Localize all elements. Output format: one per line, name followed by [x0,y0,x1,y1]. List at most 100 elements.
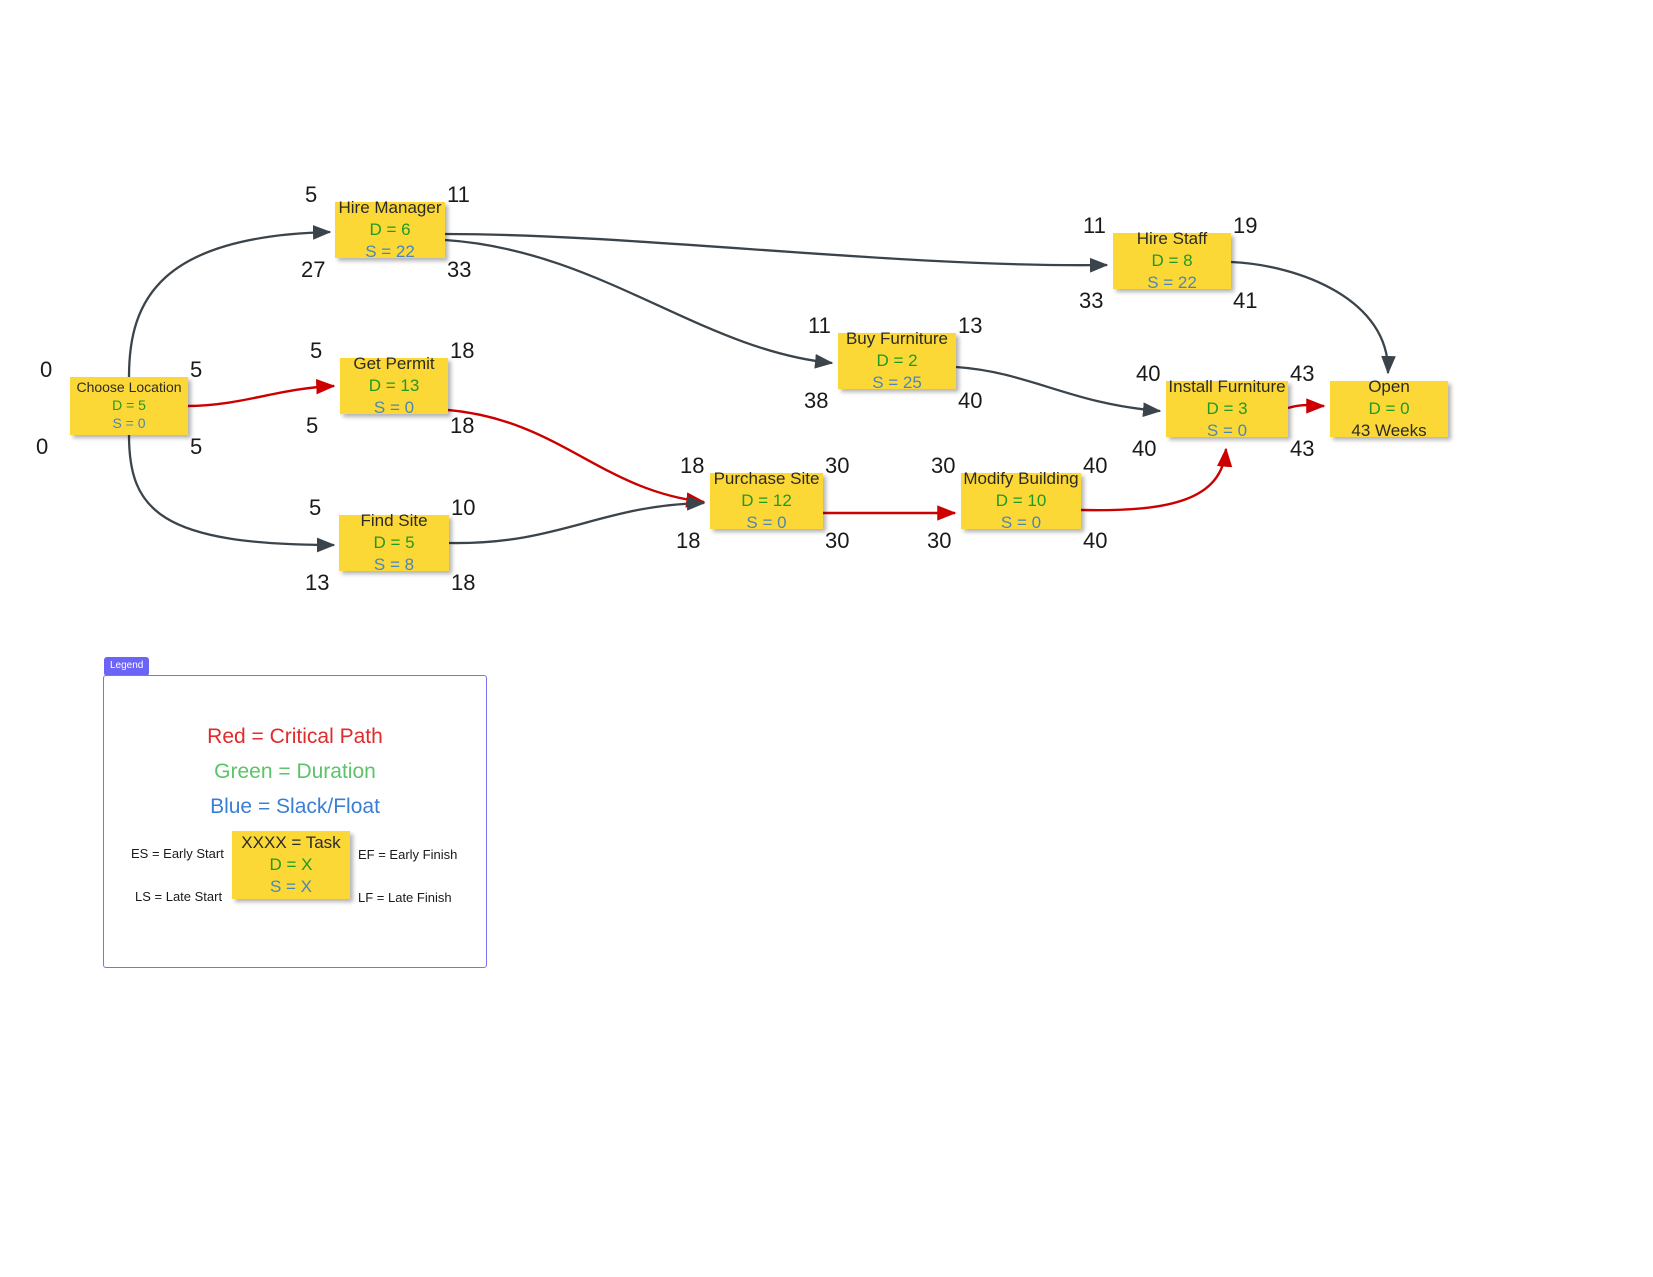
early-start-install-furniture: 40 [1136,361,1161,386]
late-start-purchase-site: 18 [676,528,701,553]
early-start-buy-furniture: 11 [808,313,831,338]
late-start-get-permit: 5 [306,413,319,438]
task-duration: D = 5 [373,533,415,553]
early-finish-modify-building: 40 [1083,453,1108,478]
legend-es-label: ES = Early Start [131,846,224,861]
task-slack: S = 22 [1147,272,1197,292]
edge-hire-manager-to-buy-furniture [444,238,834,369]
task-name: Purchase Site [713,469,820,489]
legend-sample-slack: S = X [269,876,313,896]
task-slack: S = 0 [1206,420,1248,440]
early-finish-install-furniture: 43 [1290,361,1315,386]
late-finish-modify-building: 40 [1083,528,1108,553]
early-start-choose-location: 0 [40,357,53,382]
late-start-modify-building: 30 [927,528,952,553]
edge-install-furniture-to-open [1287,398,1326,414]
early-finish-buy-furniture: 13 [958,313,983,338]
late-start-install-furniture: 40 [1132,436,1157,461]
task-name: Hire Manager [338,198,442,218]
task-duration: D = 5 [112,397,146,414]
early-start-get-permit: 5 [310,338,323,363]
task-name: Open [1368,377,1410,397]
legend-ef-label: EF = Early Finish [358,847,458,862]
late-finish-find-site: 18 [451,570,476,595]
task-duration: D = 3 [1206,399,1248,419]
legend-sample-duration: D = X [269,855,313,875]
early-finish-purchase-site: 30 [825,453,850,478]
legend-blue-line: Blue = Slack/Float [210,795,380,818]
early-finish-hire-staff: 19 [1233,213,1258,238]
task-total-duration: 43 Weeks [1351,420,1427,440]
task-name: Get Permit [353,354,435,374]
early-finish-choose-location: 5 [190,357,203,382]
early-start-find-site: 5 [309,495,322,520]
late-finish-hire-manager: 33 [447,257,472,282]
task-duration: D = 2 [876,351,918,371]
task-duration: D = 12 [741,491,792,511]
legend-ls-label: LS = Late Start [135,889,223,904]
edge-hire-staff-to-open [1230,260,1396,375]
late-finish-get-permit: 18 [450,413,475,438]
task-name: Buy Furniture [845,329,949,349]
task-duration: D = 6 [369,220,411,240]
task-name: Modify Building [963,469,1079,489]
edge-choose-location-to-get-permit [187,378,336,408]
late-start-hire-staff: 33 [1079,288,1104,313]
edge-find-site-to-purchase-site [448,495,706,545]
legend-badge: Legend [104,657,150,676]
task-slack: S = 0 [1000,512,1042,532]
task-name: Hire Staff [1136,229,1208,249]
edge-buy-furniture-to-install-furniture [955,365,1162,418]
task-slack: S = 0 [112,414,146,431]
task-name: Find Site [360,511,428,531]
late-finish-install-furniture: 43 [1290,436,1315,461]
task-duration: D = 13 [368,376,420,396]
early-finish-get-permit: 18 [450,338,475,363]
task-name: Choose Location [76,379,182,396]
task-slack: S = 0 [373,397,415,417]
early-start-purchase-site: 18 [680,453,705,478]
legend-green-line: Green = Duration [214,760,376,783]
early-start-hire-staff: 11 [1083,213,1106,238]
legend-lf-label: LF = Late Finish [358,890,452,905]
task-duration: D = 8 [1151,251,1193,271]
task-duration: D = 0 [1368,399,1410,419]
legend-box: Red = Critical Path Green = Duration Blu… [103,675,487,968]
late-finish-purchase-site: 30 [825,528,850,553]
task-slack: S = 22 [365,241,415,261]
early-start-modify-building: 30 [931,453,956,478]
late-finish-buy-furniture: 40 [958,388,983,413]
late-start-choose-location: 0 [36,434,49,459]
task-slack: S = 8 [373,554,415,574]
edge-choose-location-to-find-site [127,434,336,553]
late-start-find-site: 13 [305,570,330,595]
legend-sample-node: XXXX = Task D = X S = X [232,831,350,899]
late-start-hire-manager: 27 [301,257,326,282]
late-finish-hire-staff: 41 [1233,288,1258,313]
task-slack: S = 25 [872,372,922,392]
late-finish-choose-location: 5 [190,434,203,459]
legend: Legend Red = Critical Path Green = Durat… [103,654,487,968]
task-slack: S = 0 [746,512,787,532]
task-name: Install Furniture [1168,377,1286,397]
task-duration: D = 10 [995,491,1047,511]
early-start-hire-manager: 5 [305,182,318,207]
early-finish-hire-manager: 11 [447,182,470,207]
late-start-buy-furniture: 38 [804,388,829,413]
legend-red-line: Red = Critical Path [207,725,383,748]
edge-get-permit-to-purchase-site [447,408,706,508]
edge-hire-manager-to-hire-staff [444,232,1109,273]
legend-sample-name: XXXX = Task [241,833,341,853]
